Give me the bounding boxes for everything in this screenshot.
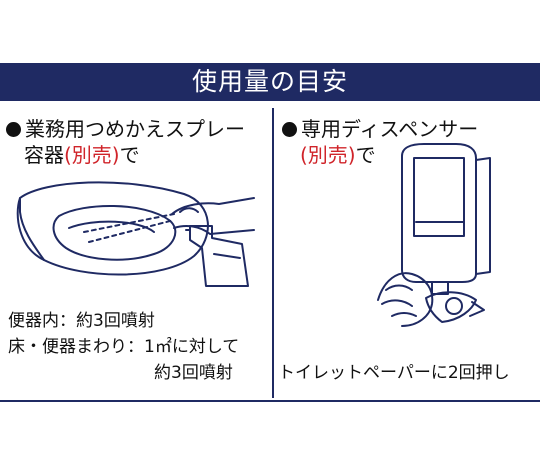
column-divider xyxy=(272,108,274,398)
bullet-icon xyxy=(282,122,297,137)
left-sold-separately: (別売) xyxy=(64,143,120,167)
header-bar: 使用量の目安 xyxy=(0,63,540,101)
left-heading-line2: 容器(別売)で xyxy=(24,143,140,167)
toilet-spray-illustration xyxy=(16,181,255,287)
usage-in-bowl: 便器内：約3回噴射 xyxy=(8,311,155,331)
right-heading-line2: (別売)で xyxy=(300,143,376,167)
usage-floor: 床・便器まわり：1㎡に対して xyxy=(8,337,240,357)
dispenser-illustration xyxy=(377,143,491,327)
left-heading-prefix: 容器 xyxy=(24,143,64,167)
bullet-icon xyxy=(6,122,21,137)
right-heading-text: 専用ディスペンサー xyxy=(301,117,479,141)
left-heading-suffix: で xyxy=(119,143,140,167)
dispenser-caption: トイレットペーパーに2回押し xyxy=(278,363,510,383)
right-sold-separately: (別売) xyxy=(300,143,356,167)
left-heading-line1: 業務用つめかえスプレー xyxy=(6,117,245,141)
page-title: 使用量の目安 xyxy=(191,67,348,96)
bottom-rule xyxy=(0,400,540,402)
left-heading-text: 業務用つめかえスプレー xyxy=(25,117,245,141)
usage-floor-count: 約3回噴射 xyxy=(154,363,233,383)
right-heading-suffix: で xyxy=(355,143,376,167)
right-heading-line1: 専用ディスペンサー xyxy=(282,117,478,141)
